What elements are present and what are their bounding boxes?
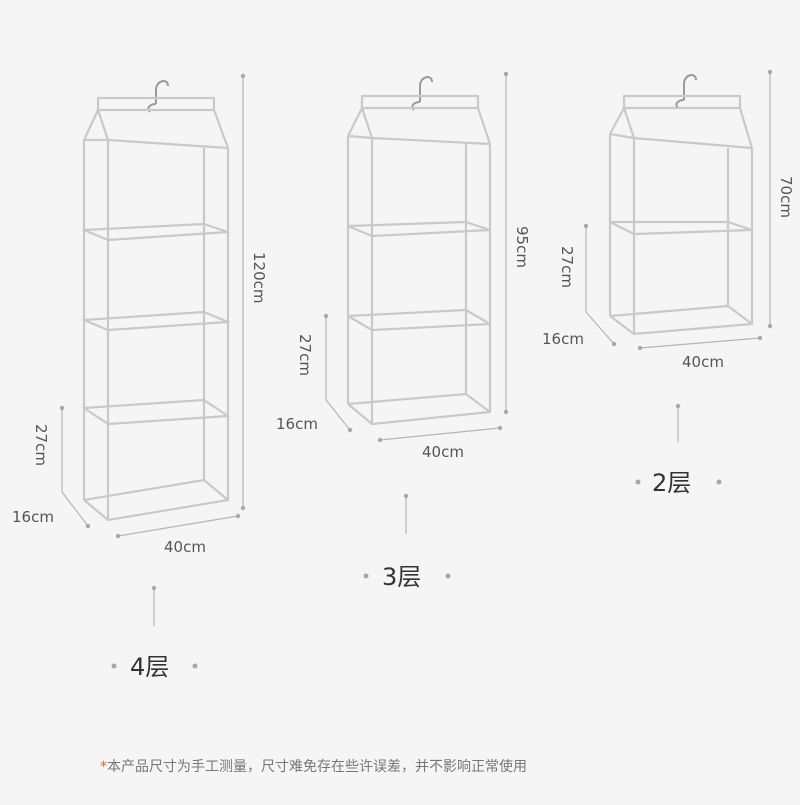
organizer-4-tier: 120cm 27cm 16cm 40cm 4层 bbox=[12, 73, 268, 681]
shelf bbox=[82, 310, 230, 332]
depth-label: 16cm bbox=[542, 330, 584, 348]
depth-dimension-line bbox=[61, 491, 89, 527]
width-dimension-line bbox=[639, 337, 761, 349]
shelf bbox=[346, 308, 492, 332]
footnote-asterisk: * bbox=[100, 759, 107, 775]
organizer-body bbox=[346, 134, 492, 426]
width-label: 40cm bbox=[422, 443, 464, 461]
shelf-height-label: 27cm bbox=[296, 334, 314, 376]
header-board bbox=[622, 94, 742, 110]
shelf bbox=[608, 220, 754, 236]
hanger-hook-icon bbox=[683, 74, 697, 100]
width-dimension-line bbox=[379, 427, 501, 441]
depth-label: 16cm bbox=[12, 508, 54, 526]
footnote: *本产品尺寸为手工测量，尺寸难免存在些许误差，并不影响正常使用 bbox=[100, 758, 527, 775]
shelf bbox=[346, 220, 492, 238]
organizer-roof bbox=[609, 107, 754, 150]
width-label: 40cm bbox=[164, 538, 206, 556]
shelf bbox=[82, 398, 230, 426]
height-label: 95cm bbox=[513, 226, 531, 268]
svg-text:*本产品尺寸为手工测量，尺寸难免存在些许误差，并不影响正常使: *本产品尺寸为手工测量，尺寸难免存在些许误差，并不影响正常使用 bbox=[100, 758, 527, 775]
tier-count-label: 3层 bbox=[382, 563, 421, 591]
depth-label: 16cm bbox=[276, 415, 318, 433]
tier-count-label: 2层 bbox=[652, 469, 691, 497]
height-label: 120cm bbox=[250, 252, 268, 304]
width-label: 40cm bbox=[682, 353, 724, 371]
organizer-body bbox=[608, 132, 754, 336]
shelf-height-label: 27cm bbox=[32, 424, 50, 466]
organizer-roof bbox=[83, 109, 230, 150]
depth-dimension-line bbox=[325, 399, 351, 431]
shelf bbox=[82, 222, 230, 242]
organizer-2-tier: 70cm 27cm 16cm 40cm 2层 bbox=[542, 69, 795, 497]
tier-count-label: 4层 bbox=[130, 653, 169, 681]
footnote-text: 本产品尺寸为手工测量，尺寸难免存在些许误差，并不影响正常使用 bbox=[107, 758, 527, 775]
organizer-3-tier: 95cm 27cm 16cm 40cm 3层 bbox=[276, 71, 531, 591]
hanger-hook-icon bbox=[419, 76, 433, 102]
depth-dimension-line bbox=[585, 311, 615, 345]
shelf-height-label: 27cm bbox=[558, 246, 576, 288]
height-label: 70cm bbox=[777, 176, 795, 218]
width-dimension-line bbox=[117, 515, 239, 537]
hanger-hook-icon bbox=[155, 80, 169, 104]
